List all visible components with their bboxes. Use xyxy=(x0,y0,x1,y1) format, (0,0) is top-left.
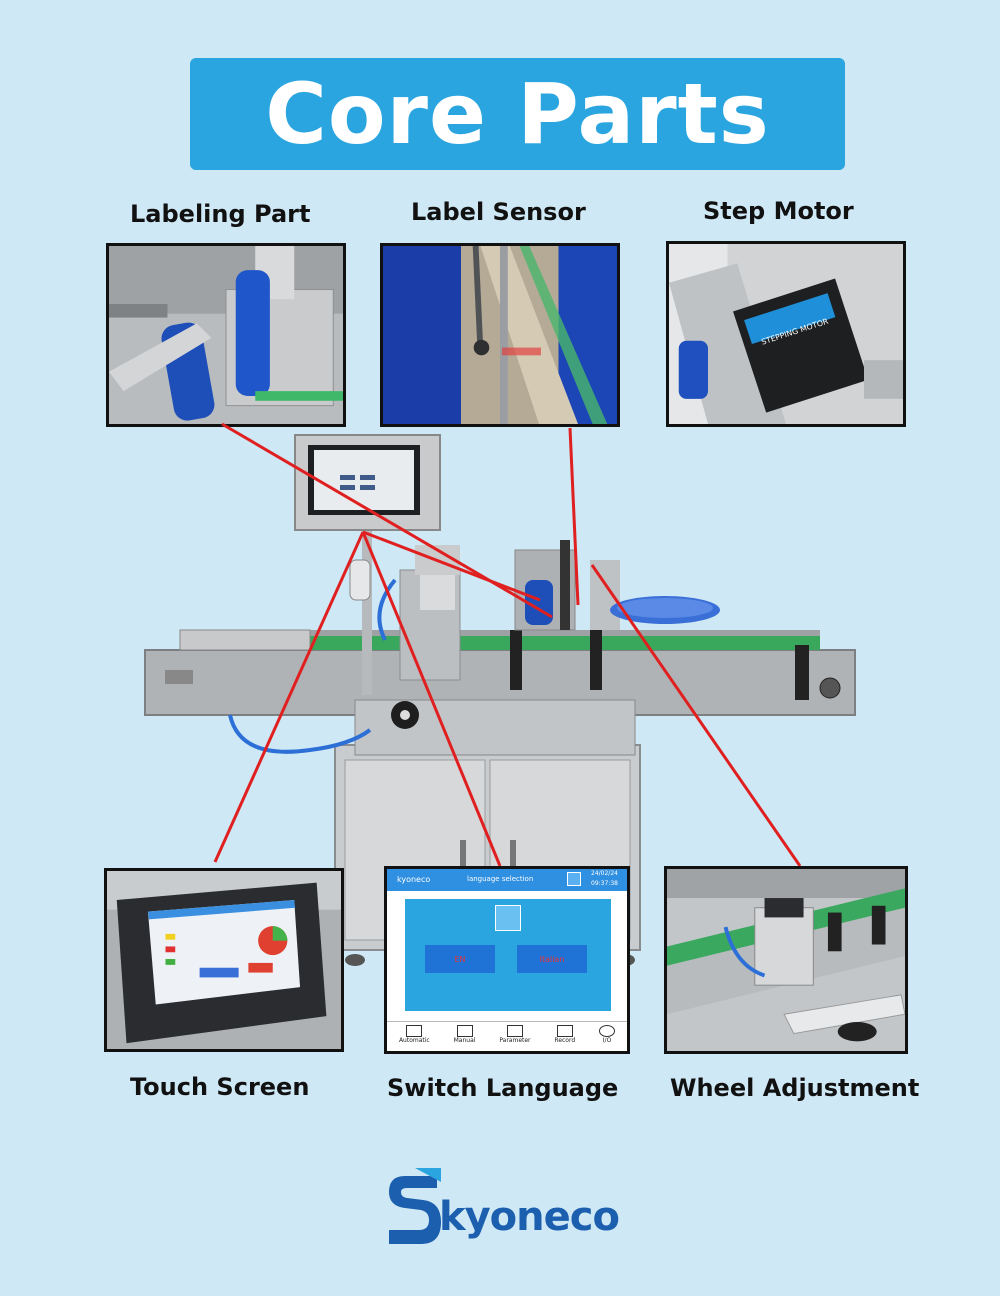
parameter-icon xyxy=(506,1025,523,1037)
caption-switch-language: Switch Language xyxy=(387,1074,619,1102)
title-banner: Core Parts xyxy=(190,58,845,170)
label-sensor-photo xyxy=(380,243,620,427)
tab-manual[interactable]: Manual xyxy=(453,1022,476,1051)
switch-language-screen: kyoneco language selection 24/02/24 09:3… xyxy=(384,866,630,1054)
language-screen-date: 24/02/24 xyxy=(591,870,618,877)
language-option-en[interactable]: EN xyxy=(425,945,495,973)
language-option-en-label: EN xyxy=(454,954,466,964)
skyoneco-logo: kyoneco xyxy=(385,1158,625,1248)
page-title: Core Parts xyxy=(265,65,770,163)
translate-icon[interactable] xyxy=(567,872,581,886)
tab-record[interactable]: Record xyxy=(554,1022,576,1051)
manual-icon xyxy=(456,1025,473,1037)
language-screen-time: 09:37:38 xyxy=(591,880,618,887)
tab-io[interactable]: I/O xyxy=(599,1022,616,1051)
automatic-icon xyxy=(406,1025,423,1037)
language-option-italian-label: Italian xyxy=(539,954,565,964)
record-icon xyxy=(556,1025,573,1037)
tab-automatic-label: Automatic xyxy=(398,1037,430,1044)
caption-touch-screen: Touch Screen xyxy=(130,1073,310,1101)
touch-screen-photo xyxy=(104,868,344,1052)
io-icon xyxy=(599,1025,616,1037)
tab-automatic[interactable]: Automatic xyxy=(398,1022,430,1051)
tab-parameter-label: Parameter xyxy=(499,1037,531,1044)
language-screen-brand: kyoneco xyxy=(397,875,431,884)
caption-wheel-adjustment: Wheel Adjustment xyxy=(670,1074,920,1102)
logo-s-mark xyxy=(389,1168,441,1244)
step-motor-photo: STEPPING MOTOR xyxy=(666,241,906,427)
language-screen-title: language selection xyxy=(467,875,534,883)
language-icon xyxy=(495,905,521,931)
tab-io-label: I/O xyxy=(602,1037,612,1044)
caption-step-motor: Step Motor xyxy=(703,197,854,225)
caption-labeling-part: Labeling Part xyxy=(130,200,311,228)
tab-record-label: Record xyxy=(554,1037,576,1044)
tab-manual-label: Manual xyxy=(453,1037,476,1044)
language-screen-header: kyoneco language selection 24/02/24 09:3… xyxy=(387,869,627,891)
logo-text: kyoneco xyxy=(439,1194,620,1240)
labeling-part-photo xyxy=(106,243,346,427)
bottom-tab-bar: Automatic Manual Parameter Record I/O xyxy=(387,1021,627,1051)
wheel-adjustment-photo xyxy=(664,866,908,1054)
tab-parameter[interactable]: Parameter xyxy=(499,1022,531,1051)
language-option-italian[interactable]: Italian xyxy=(517,945,587,973)
caption-label-sensor: Label Sensor xyxy=(411,198,586,226)
language-panel: EN Italian xyxy=(405,899,611,1011)
